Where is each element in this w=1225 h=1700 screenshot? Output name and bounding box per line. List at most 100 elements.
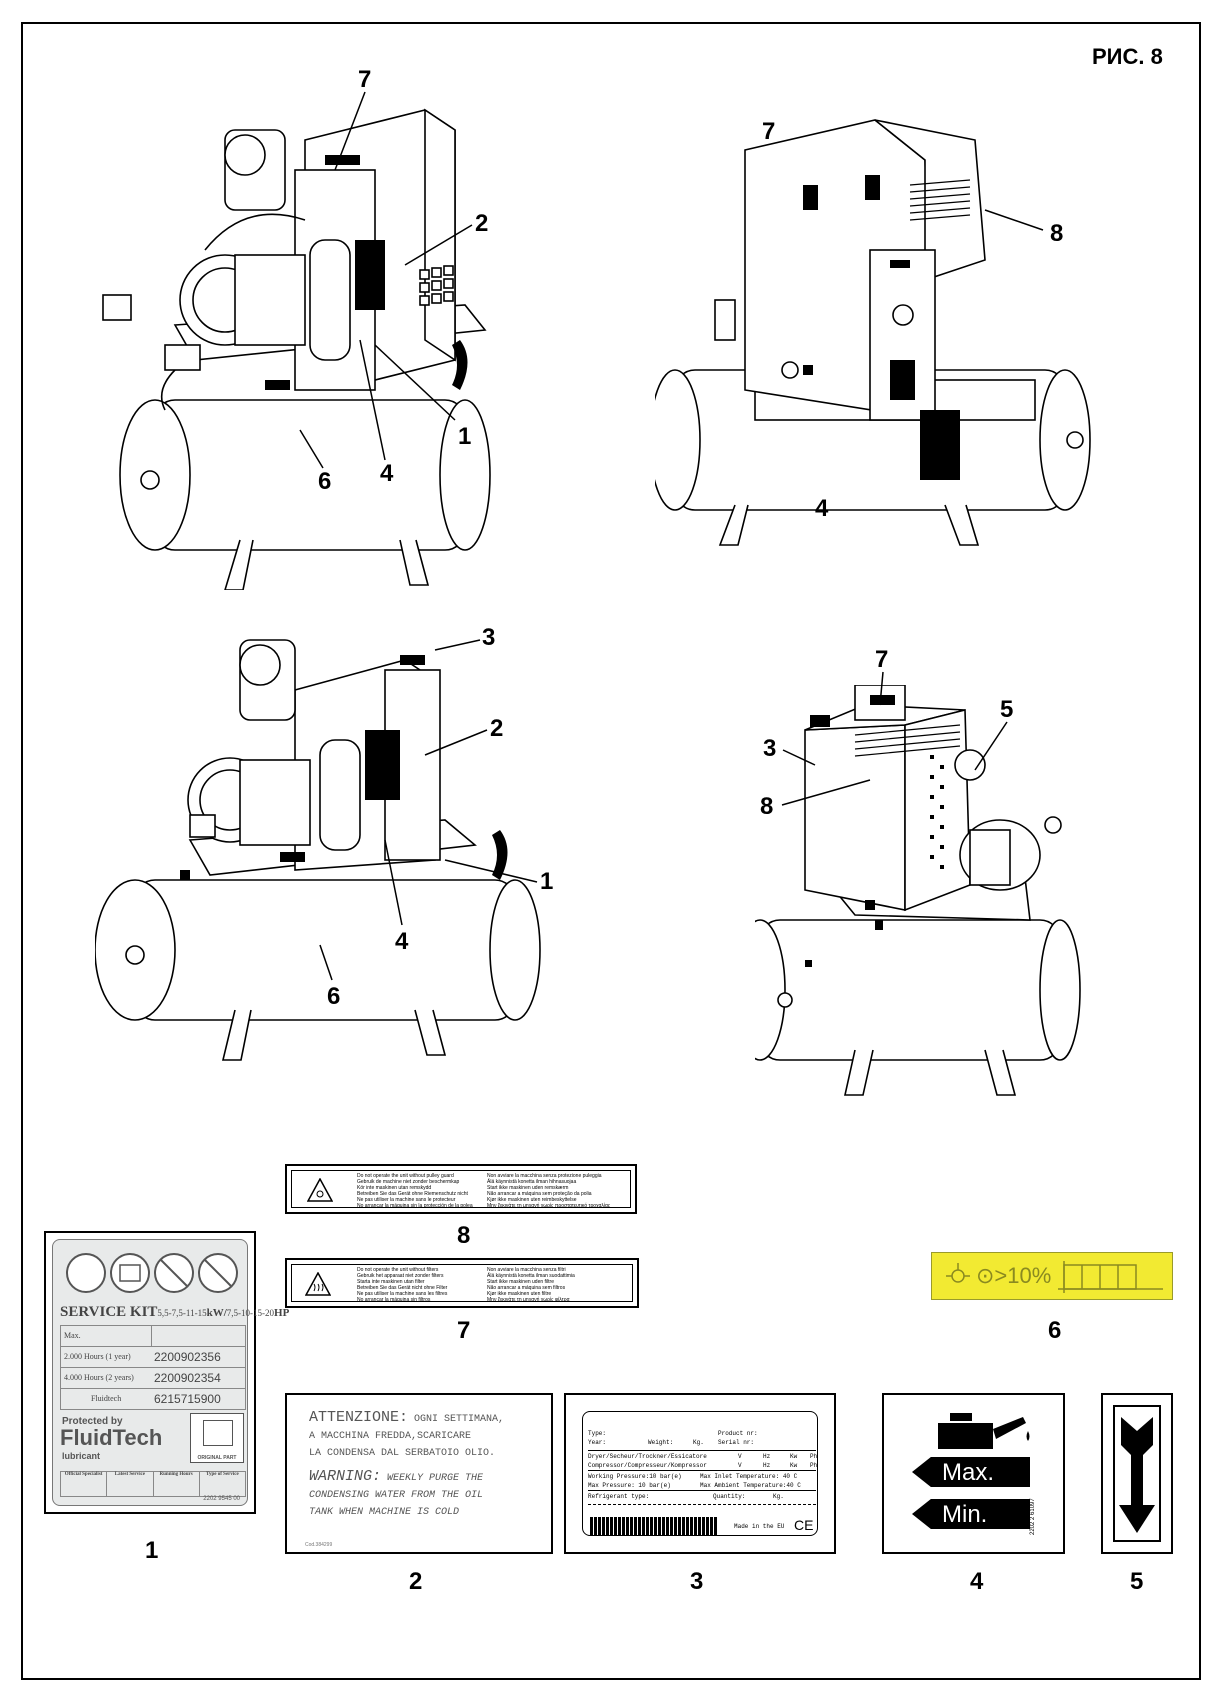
decal-7-left-5: No arrancar la máquina sin filtros	[357, 1297, 431, 1303]
callout-1: 1	[540, 868, 554, 895]
attenzione-rest: OGNI SETTIMANA,	[414, 1414, 505, 1425]
callout-8: 8	[760, 793, 774, 820]
th-latest-service: Latest Service	[107, 1472, 154, 1496]
decal-8-caption: 8	[457, 1222, 471, 1249]
decal-2-code: Cod.384299	[305, 1542, 333, 1548]
unit-hz: Hz	[763, 1453, 771, 1460]
row-label-max: Max.	[64, 1331, 81, 1340]
decal-8-left-4: Ne pas utiliser la machine sans le prote…	[357, 1197, 456, 1203]
callout-5: 5	[1000, 696, 1014, 723]
th-official-specialist: Official Specialist	[61, 1472, 108, 1496]
warning-head: WARNING:	[309, 1468, 382, 1485]
max-inlet-temp: Max Inlet Temperature: 40 C	[700, 1473, 798, 1480]
service-kit-hp: HP	[274, 1307, 290, 1319]
row-label-2000: 2.000 Hours (1 year)	[64, 1352, 131, 1361]
callout-7: 7	[762, 118, 776, 145]
original-part-badge: ORIGINAL PART	[190, 1413, 244, 1463]
fluidtech-logo: FluidTech	[60, 1425, 163, 1450]
row-compressor: Compressor/Compresseur/Kompressor	[588, 1462, 707, 1469]
decal-3-data-plate: Type:Product nr: Year:Weight:Kg.Serial n…	[564, 1393, 836, 1554]
compressor-view-top-right	[655, 119, 1091, 546]
refrigerant-type: Refrigerant type:	[588, 1493, 650, 1500]
compressor-view-mid-left	[95, 639, 541, 1061]
decal-8-right-0: Non avviare la macchina senza protezione…	[487, 1173, 602, 1179]
figure-title: РИС. 8	[1092, 44, 1163, 69]
row-value-2000: 2200902356	[154, 1350, 221, 1364]
decal-5-caption: 5	[1130, 1568, 1144, 1595]
warning-triangle-icon	[307, 1178, 333, 1202]
row-label-4000: 4.000 Hours (2 years)	[64, 1373, 134, 1382]
decal-8-left-3: Betreiben Sie das Gerät ohne Riemenschut…	[357, 1191, 468, 1197]
service-icons	[66, 1253, 238, 1293]
decal-5-direction-arrow	[1101, 1393, 1173, 1554]
unit-hz: Hz	[763, 1462, 771, 1469]
callout-7: 7	[358, 66, 372, 93]
unit-kw: Kw	[790, 1462, 798, 1469]
decal-6-text: ⊙>10%	[976, 1263, 1052, 1288]
decal-2-condensate-warning: ATTENZIONE: OGNI SETTIMANA, A MACCHINA F…	[285, 1393, 553, 1554]
decal-8-right-1: Älä käynnistä konetta ilman hihnasuojaa	[487, 1179, 577, 1185]
callout-7: 7	[875, 646, 889, 673]
decal-8-right-4: Kjør ikke maskinen uten reimbeskyttelse	[487, 1197, 577, 1203]
callout-8: 8	[1050, 220, 1064, 247]
decal-8-right-3: Não arrancar a máquina sem proteção da p…	[487, 1191, 592, 1197]
pressure-graph-icon	[1058, 1261, 1163, 1293]
decal-7-right-4: Kjør ikke maskinen uten filtre	[487, 1291, 552, 1297]
max-label: Max.	[942, 1459, 995, 1486]
barcode	[590, 1517, 718, 1535]
unit-v: V	[738, 1453, 742, 1460]
callout-4: 4	[380, 460, 394, 487]
weight-label: Weight:	[648, 1439, 674, 1446]
decal-3-caption: 3	[690, 1568, 704, 1595]
unit-ph: Ph	[810, 1453, 818, 1460]
service-kit-hp-range: 7,5-10-15-20	[226, 1308, 275, 1318]
th-type-of-service: Type of Service	[206, 1472, 239, 1477]
min-arrow	[912, 1499, 1030, 1529]
service-kit-kw-range: 5,5-7,5-11-15	[157, 1308, 207, 1318]
decal-2-caption: 2	[409, 1568, 423, 1595]
callout-6: 6	[318, 468, 332, 495]
year-label: Year:	[588, 1439, 607, 1446]
compressor-view-mid-right	[755, 685, 1081, 1096]
decal-8-left-5: No arrancar la máquina sin la protección…	[357, 1203, 473, 1209]
th-running-hours: Running Hours	[154, 1472, 200, 1496]
lubricant-label: lubricant	[62, 1451, 101, 1461]
warning-line6: TANK WHEN MACHINE IS COLD	[309, 1507, 460, 1518]
decal-7-left-3: Betreiben Sie das Gerät nicht ohne Filte…	[357, 1285, 448, 1291]
decal-7-right-5: Μην ξεκινάτε τη μηχανή χωρίς φίλτρα	[487, 1297, 570, 1303]
decal-7-right-0: Non avviare la macchina senza filtri	[487, 1267, 566, 1273]
callout-1: 1	[458, 423, 472, 450]
service-kit-title: SERVICE KIT	[60, 1304, 158, 1320]
decal-7-left-1: Gebruik het apparaat niet zonder filters	[357, 1273, 444, 1279]
quantity-label: Quantity:	[713, 1493, 746, 1500]
decal-1-caption: 1	[145, 1537, 159, 1564]
decal-8-left-0: Do not operate the unit without pulley g…	[357, 1173, 454, 1179]
oil-can-icon	[938, 1413, 1030, 1449]
working-pressure: Working Pressure:10 bar(e)	[588, 1473, 682, 1480]
row-value-4000: 2200902354	[154, 1371, 221, 1385]
callout-3: 3	[482, 624, 496, 651]
max-ambient-temp: Max Ambient Temperature:40 C	[700, 1482, 801, 1489]
decal-7-caption: 7	[457, 1317, 471, 1344]
decal-1-code: 2202 9545 00	[203, 1496, 240, 1502]
unit-kw: Kw	[790, 1453, 798, 1460]
decal-7-left-2: Starta inte maskinen utan filter	[357, 1279, 425, 1285]
decal-8-pulley-guard: Do not operate the unit without pulley g…	[285, 1164, 637, 1214]
unit-ph: Ph	[810, 1462, 818, 1469]
decal-4-oil-level: Max. Min. 2202 2 61097	[882, 1393, 1065, 1554]
callout-2: 2	[475, 210, 489, 237]
attenzione-line2: A MACCHINA FREDDA,SCARICARE	[309, 1431, 472, 1442]
filter-icon	[946, 1263, 970, 1283]
made-in-eu: Made in the EU	[734, 1523, 785, 1530]
hot-surface-warning-icon	[305, 1272, 331, 1296]
original-part-label: ORIGINAL PART	[197, 1455, 237, 1461]
decal-8-right-2: Start ikke maskinen uden remskærm	[487, 1185, 569, 1191]
decal-7-right-2: Start ikke maskinen uden filtre	[487, 1279, 554, 1285]
row-dryer: Dryer/Secheur/Trockner/Essicatore	[588, 1453, 707, 1460]
rotation-arrow-icon	[1113, 1405, 1161, 1542]
page-frame	[21, 22, 1201, 1680]
decal-8-left-1: Gebruik de machine niet zonder beschermk…	[357, 1179, 460, 1185]
callout-2: 2	[490, 715, 504, 742]
decal-4-caption: 4	[970, 1568, 984, 1595]
attenzione-head: ATTENZIONE:	[309, 1409, 409, 1426]
